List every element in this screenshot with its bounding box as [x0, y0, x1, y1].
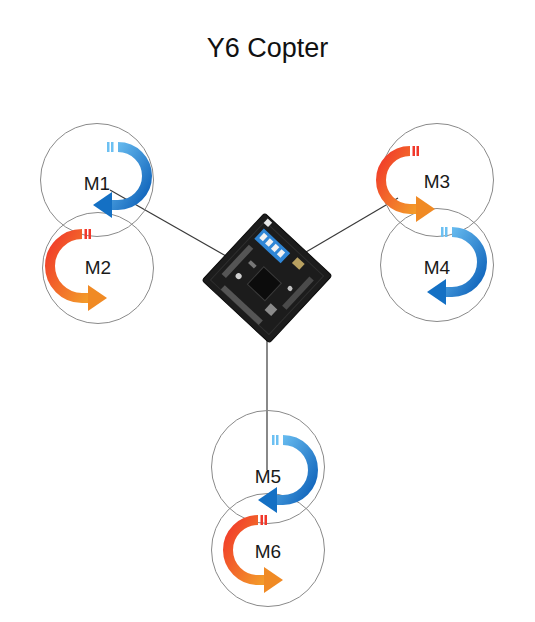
- motor-label: M1: [40, 173, 154, 195]
- motor-label: M5: [211, 466, 325, 488]
- pin-header: [221, 285, 263, 325]
- rotation-arrow-cw: [427, 227, 482, 305]
- switch-lever: [259, 233, 267, 242]
- motor-circle: M6: [211, 493, 325, 607]
- arrow-arc: [228, 520, 264, 580]
- switch-lever: [265, 238, 273, 247]
- arrow-head: [416, 196, 435, 222]
- arrow-head: [93, 192, 112, 218]
- rotation-arrow-ccw: [381, 146, 435, 222]
- component: [286, 285, 293, 292]
- arrow-head: [427, 279, 446, 305]
- controller-board: [202, 213, 332, 343]
- motor-outline: [212, 494, 325, 607]
- motor-label: M6: [211, 541, 325, 563]
- rotation-arrow-cw: [258, 435, 313, 513]
- switch-lever: [277, 249, 285, 258]
- diagram-title: Y6 Copter: [0, 33, 535, 64]
- arrow-head: [264, 567, 283, 593]
- motor-circle: M1: [40, 123, 154, 237]
- arrow-tail-stripe: [111, 142, 114, 152]
- arrow-arc: [112, 147, 147, 205]
- motor-outline: [41, 124, 154, 237]
- motor-outline: [212, 411, 325, 524]
- arrow-head: [88, 285, 107, 311]
- processor-chip: [247, 267, 281, 301]
- motor-outline: [381, 124, 494, 237]
- motor-circle: M5: [211, 410, 325, 524]
- arrow-arc: [381, 151, 416, 209]
- component: [234, 272, 242, 280]
- arrow-tail-stripe: [107, 142, 110, 152]
- frame-arms: [110, 190, 398, 470]
- arrow-arc: [446, 232, 482, 292]
- motor-circle: M2: [42, 212, 154, 324]
- flight-controller: [202, 213, 332, 343]
- arm-line: [266, 330, 267, 470]
- rotation-arrow-ccw: [228, 515, 283, 593]
- arrow-tail-stripe: [441, 227, 444, 237]
- arrow-tail-stripe: [272, 435, 275, 445]
- arrow-arc: [50, 234, 88, 298]
- arrow-tail-stripe: [413, 146, 416, 156]
- arrow-tail-stripe: [276, 435, 279, 445]
- arrow-tail-stripe: [417, 146, 420, 156]
- arrow-tail-stripe: [445, 227, 448, 237]
- pin-header: [282, 277, 314, 310]
- arm-line: [110, 190, 226, 256]
- dip-switch: [254, 229, 290, 264]
- rotation-arrow-cw: [93, 142, 147, 218]
- arrow-tail-stripe: [261, 515, 264, 525]
- motor-label: M2: [42, 257, 154, 279]
- arrow-tail-stripe: [85, 229, 88, 239]
- arrow-head: [258, 487, 277, 513]
- motor-outline: [381, 209, 494, 322]
- arrow-tail-stripe: [89, 229, 92, 239]
- motor-circle: M4: [380, 208, 494, 322]
- arrow-arc: [277, 440, 313, 500]
- arrow-tail-stripe: [265, 515, 268, 525]
- switch-lever: [271, 244, 279, 253]
- corner-mark: [264, 219, 272, 227]
- motor-label: M4: [380, 257, 494, 279]
- motor-label: M3: [380, 171, 494, 193]
- board-trace: [210, 221, 323, 334]
- motor-circle: M3: [380, 123, 494, 237]
- component: [292, 257, 305, 270]
- component: [248, 260, 257, 268]
- motor-outline: [43, 213, 154, 324]
- pin-header: [222, 245, 254, 278]
- rotation-arrow-ccw: [50, 229, 107, 311]
- component: [265, 303, 278, 316]
